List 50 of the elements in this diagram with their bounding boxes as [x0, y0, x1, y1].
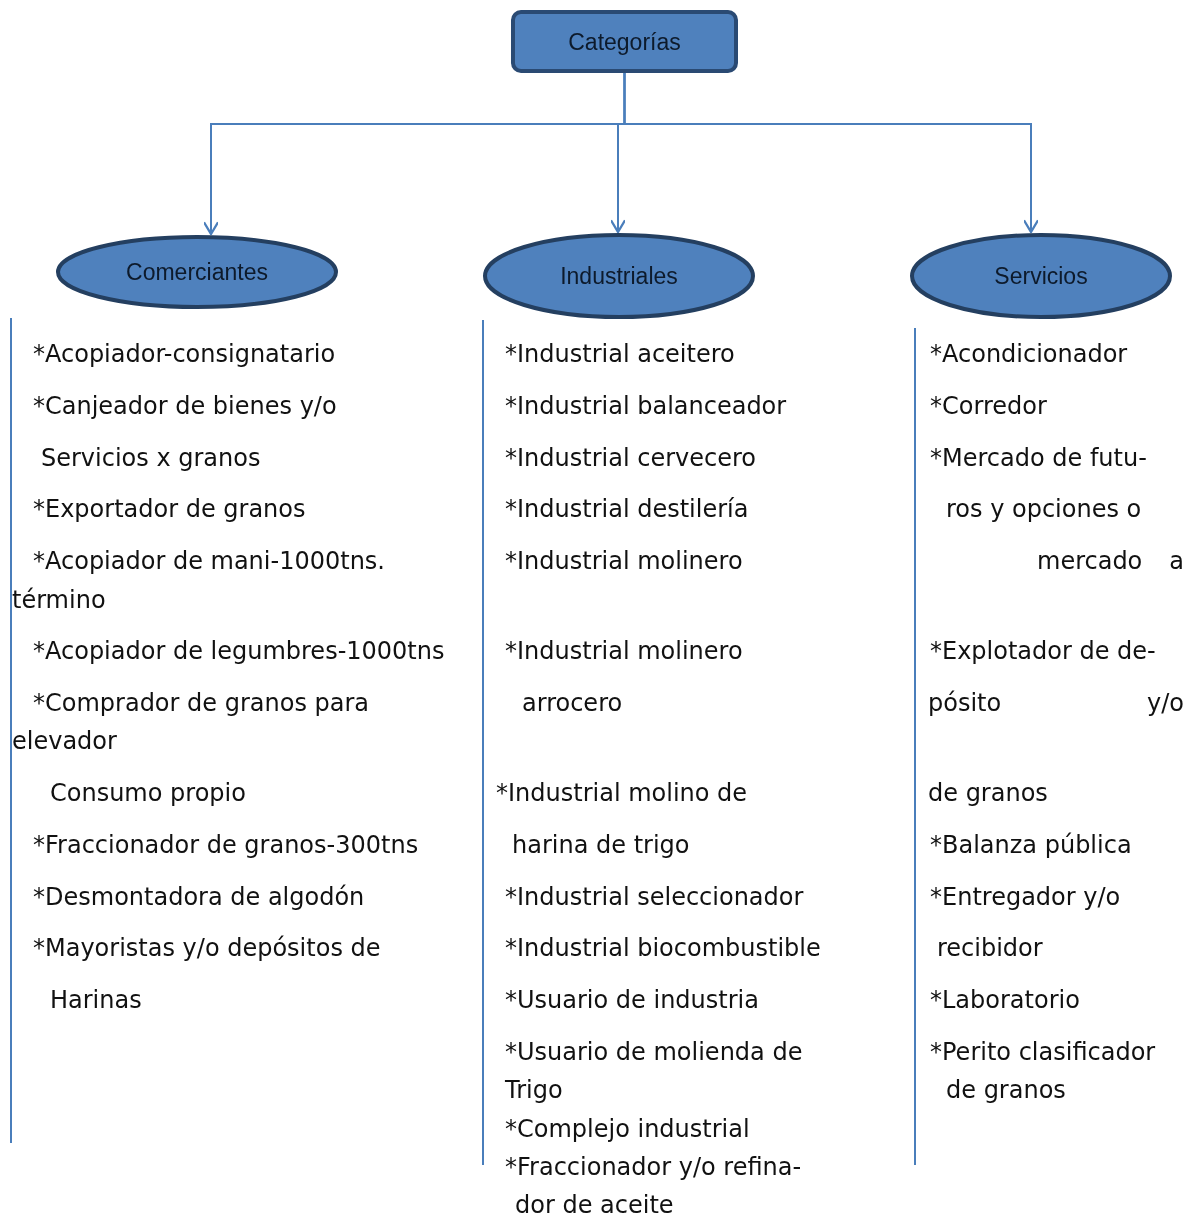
category-label: Servicios: [993, 262, 1089, 290]
list-item: *Comprador de granos para: [33, 688, 370, 718]
list-item: *Balanza pública: [930, 830, 1132, 860]
list-item: ros y opciones o: [946, 494, 1142, 524]
category-label: Categorías: [567, 28, 682, 55]
list-item: *Corredor: [930, 391, 1047, 421]
list-item: recibidor: [937, 933, 1043, 963]
list-item: dor de aceite: [515, 1190, 674, 1218]
list-item: *Industrial biocombustible: [505, 933, 821, 963]
list-item: Servicios x granos: [41, 443, 261, 473]
list-item: *Industrial cervecero: [505, 443, 756, 473]
list-item: *Mercado de futu-: [930, 443, 1147, 473]
list-item: *Exportador de granos: [33, 494, 306, 524]
list-item: *Industrial destilería: [505, 494, 749, 524]
list-item: Consumo propio: [50, 778, 246, 808]
list-item: *Complejo industrial: [505, 1114, 750, 1144]
list-item: *Acondicionador: [930, 339, 1128, 369]
category-label: Industriales: [559, 262, 679, 290]
category-label: Comerciantes: [125, 258, 269, 286]
list-item: *Laboratorio: [930, 985, 1080, 1015]
list-item: *Industrial molinero: [505, 546, 743, 576]
list-item: Trigo: [505, 1075, 563, 1105]
list-item: pósito y/o: [928, 688, 1184, 718]
list-item: *Acopiador-consignatario: [33, 339, 336, 369]
connector-arrow: [623, 72, 1040, 234]
list-item: *Mayoristas y/o depósitos de: [33, 933, 381, 963]
list-item: *Fraccionador y/o refina-: [505, 1152, 802, 1182]
list-item: *Perito clasificador: [930, 1037, 1156, 1067]
list-item: de granos: [946, 1075, 1066, 1105]
list-item: *Industrial seleccionador: [505, 882, 804, 912]
list-item: harina de trigo: [512, 830, 690, 860]
list-item: *Desmontadora de algodón: [33, 882, 365, 912]
list-item: *Canjeador de bienes y/o: [33, 391, 337, 421]
list-item: *Industrial balanceador: [505, 391, 787, 421]
list-item: de granos: [928, 778, 1048, 808]
list-item: *Explotador de de-: [930, 636, 1156, 666]
list-item: *Industrial aceitero: [505, 339, 735, 369]
list-item: *Usuario de molienda de: [505, 1037, 803, 1067]
list-item: *Usuario de industria: [505, 985, 759, 1015]
list-item: *Acopiador de mani-1000tns.: [33, 546, 385, 576]
list-item: arrocero: [522, 688, 623, 718]
list-item: *Industrial molino de: [496, 778, 748, 808]
list-item: elevador: [12, 726, 117, 756]
list-item: *Fraccionador de granos-300tns: [33, 830, 419, 860]
list-item: Harinas: [50, 985, 142, 1015]
list-item: *Acopiador de legumbres-1000tns: [33, 636, 445, 666]
list-item: *Entregador y/o: [930, 882, 1121, 912]
list-item: *Industrial molinero: [505, 636, 743, 666]
list-item: mercado a: [1037, 546, 1184, 576]
list-item: término: [12, 585, 106, 615]
